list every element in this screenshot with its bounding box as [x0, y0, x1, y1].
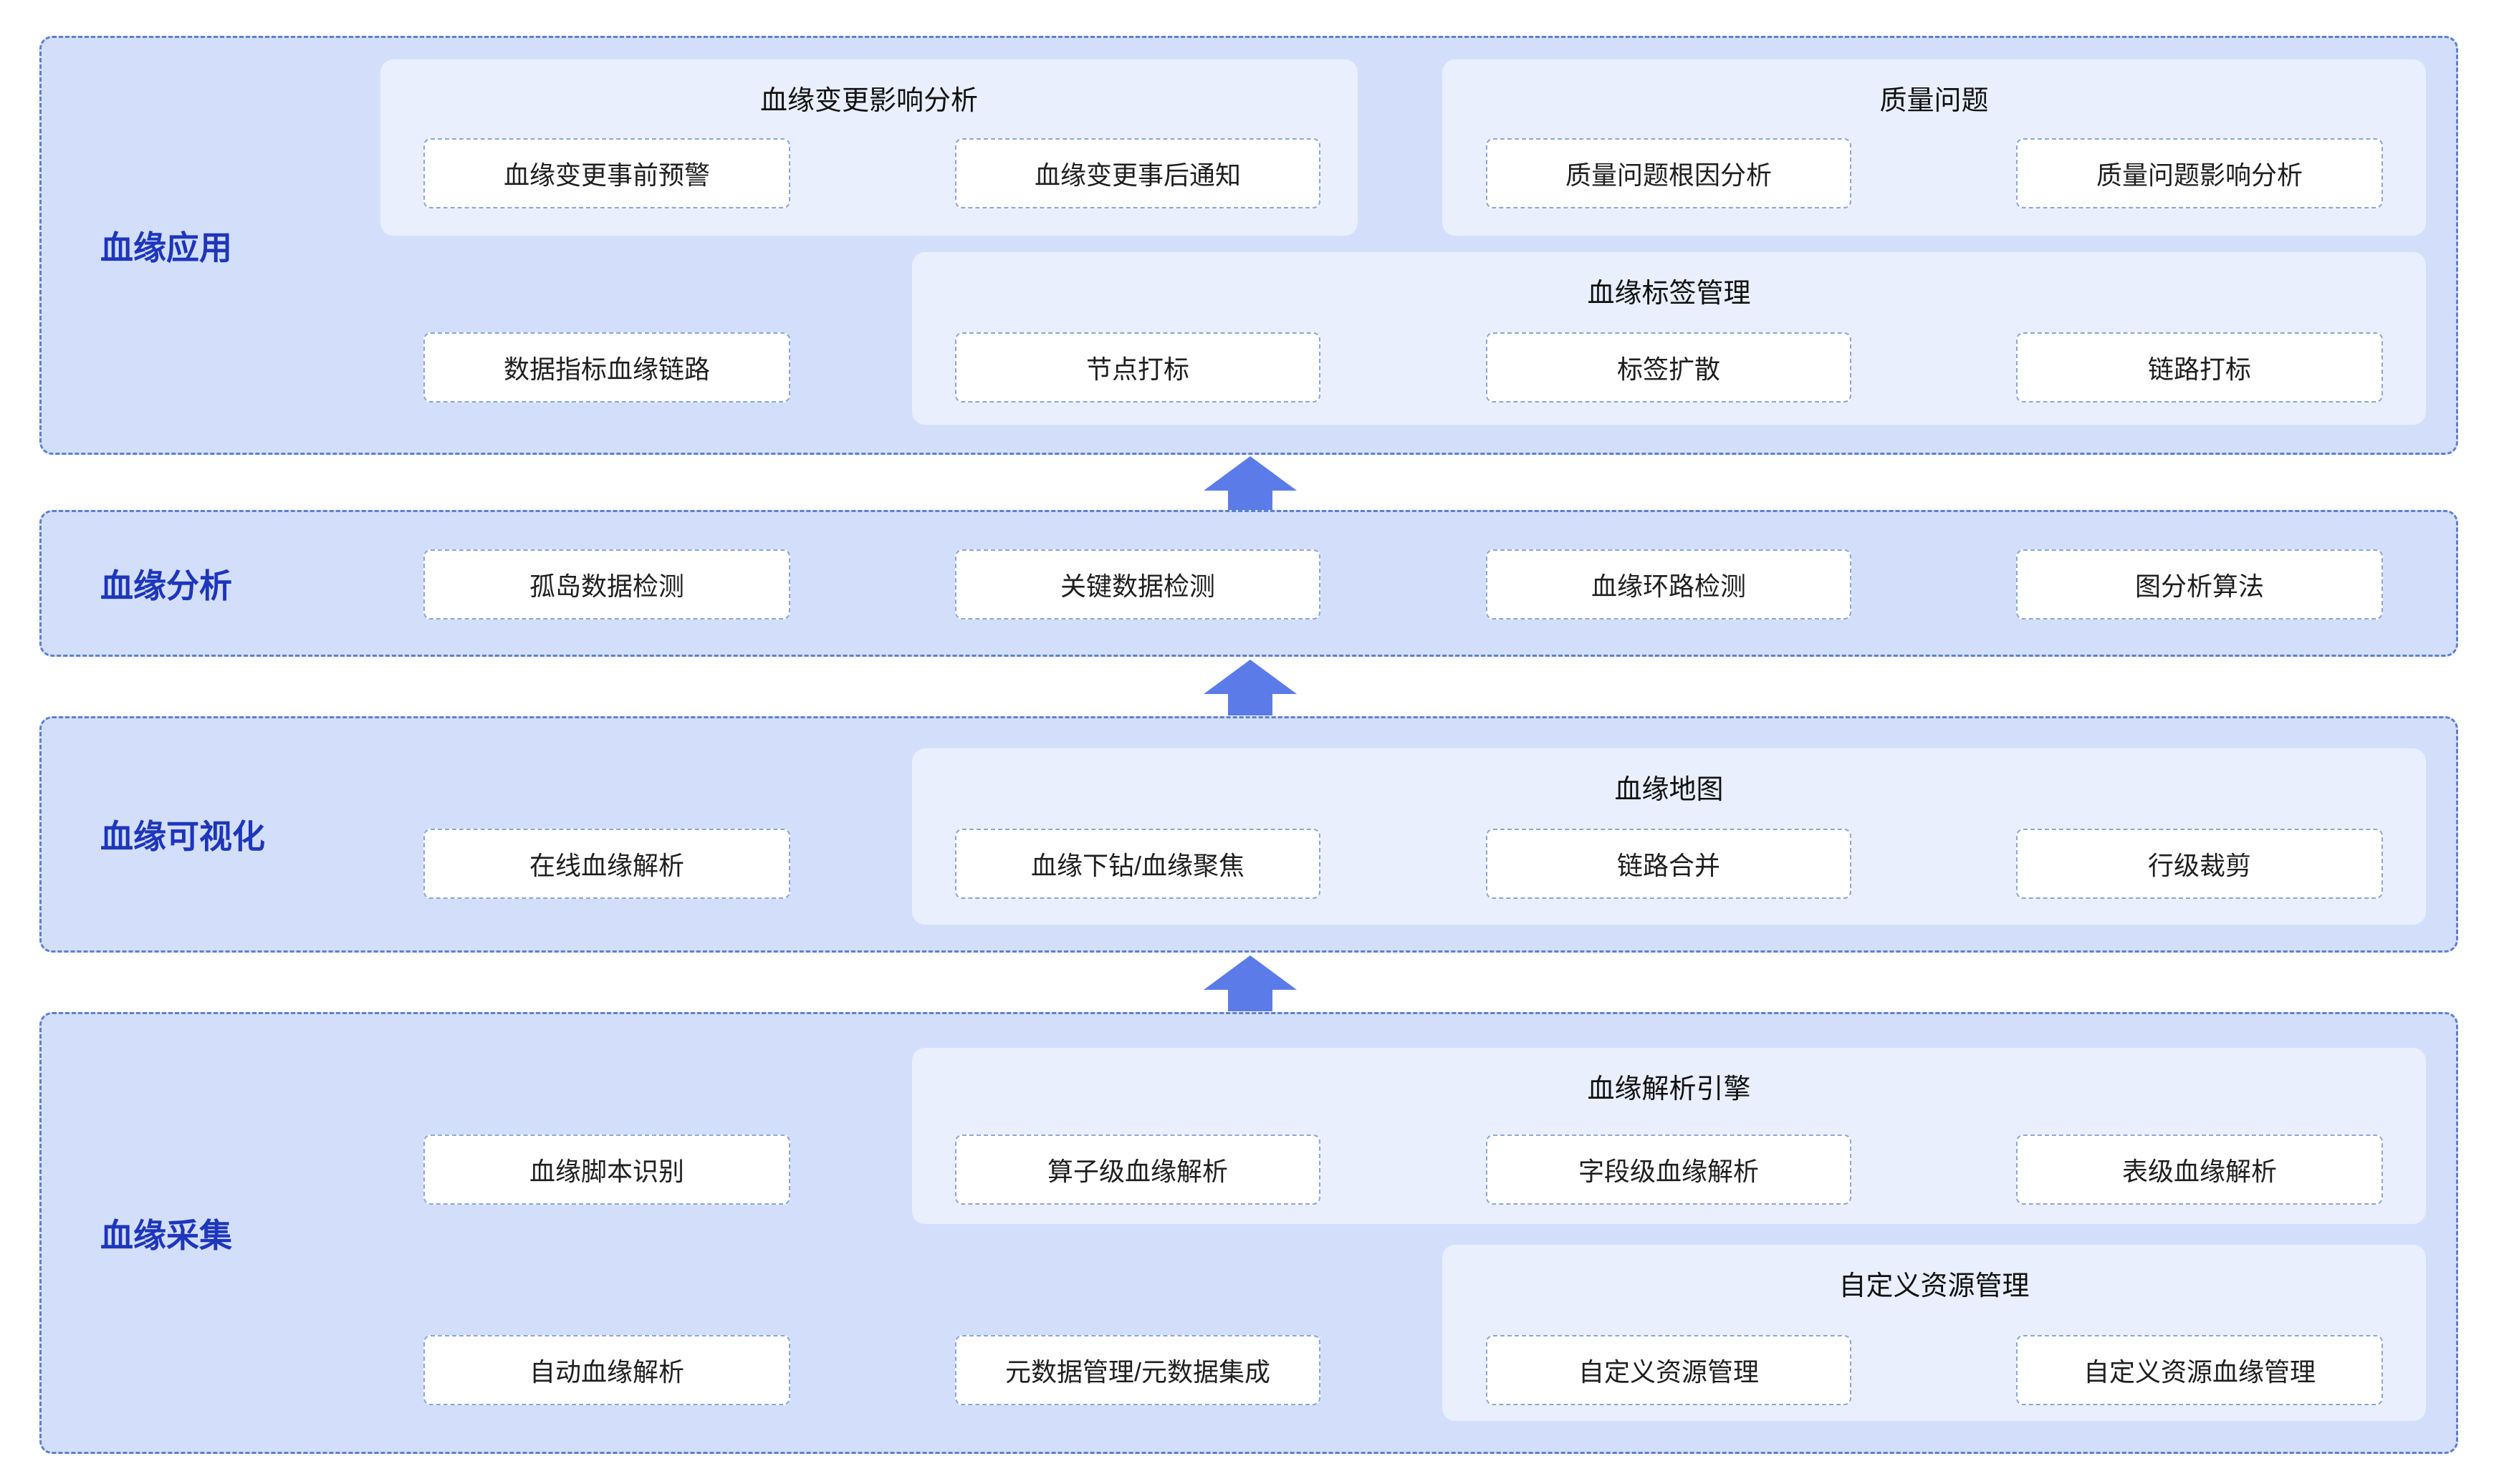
up-arrow-icon	[1204, 955, 1297, 1011]
box-isolated-data-detection: 孤岛数据检测	[423, 549, 790, 620]
box-online-lineage-parsing: 在线血缘解析	[423, 829, 790, 899]
box-graph-analysis-algorithm: 图分析算法	[2016, 549, 2383, 620]
box-metric-lineage-link: 数据指标血缘链路	[423, 332, 790, 403]
box-row-level-pruning: 行级裁剪	[2016, 829, 2383, 899]
band-label-lineage-visualization: 血缘可视化	[100, 818, 265, 855]
box-auto-lineage-parsing: 自动血缘解析	[423, 1335, 790, 1405]
box-quality-root-cause-analysis: 质量问题根因分析	[1486, 138, 1851, 208]
group-title: 自定义资源管理	[1838, 1271, 2030, 1301]
box-custom-resource-lineage-management: 自定义资源血缘管理	[2016, 1335, 2383, 1405]
up-arrow-icon	[1204, 660, 1297, 716]
box-node-tagging: 节点打标	[955, 332, 1320, 403]
arrow-stem	[1228, 694, 1272, 716]
band-lineage-collection: 血缘采集 血缘解析引擎 自定义资源管理 血缘脚本识别 算子级血缘解析 字段级血缘…	[39, 1012, 2458, 1454]
box-operator-level-lineage-parsing: 算子级血缘解析	[955, 1134, 1320, 1205]
arrow-stem	[1228, 990, 1272, 1011]
box-lineage-drilldown-focus: 血缘下钻/血缘聚焦	[955, 829, 1320, 899]
group-title: 血缘标签管理	[1587, 279, 1751, 309]
band-lineage-visualization: 血缘可视化 血缘地图 在线血缘解析 血缘下钻/血缘聚焦 链路合并 行级裁剪	[39, 716, 2458, 953]
box-post-change-notification: 血缘变更事后通知	[955, 138, 1320, 208]
band-label-lineage-analysis: 血缘分析	[100, 567, 232, 604]
group-title: 血缘地图	[1614, 775, 1724, 805]
band-label-lineage-application: 血缘应用	[100, 228, 232, 266]
group-title: 血缘解析引擎	[1587, 1074, 1751, 1104]
box-tag-propagation: 标签扩散	[1486, 332, 1851, 403]
box-lineage-script-recognition: 血缘脚本识别	[423, 1134, 790, 1205]
box-key-data-detection: 关键数据检测	[955, 549, 1320, 620]
box-lineage-cycle-detection: 血缘环路检测	[1486, 549, 1851, 620]
box-link-merge: 链路合并	[1486, 829, 1851, 899]
box-custom-resource-management: 自定义资源管理	[1486, 1335, 1851, 1405]
group-title: 血缘变更影响分析	[759, 86, 978, 116]
band-lineage-application: 血缘应用 血缘变更影响分析 质量问题 血缘标签管理 血缘变更事前预警 血缘变更事…	[39, 36, 2458, 455]
box-metadata-management-integration: 元数据管理/元数据集成	[955, 1335, 1320, 1405]
arrow-head	[1204, 456, 1297, 491]
up-arrow-icon	[1204, 456, 1297, 512]
arrow-head	[1204, 955, 1297, 990]
box-link-tagging: 链路打标	[2016, 332, 2383, 403]
box-pre-change-warning: 血缘变更事前预警	[423, 138, 790, 208]
box-quality-impact-analysis: 质量问题影响分析	[2016, 138, 2383, 208]
box-field-level-lineage-parsing: 字段级血缘解析	[1486, 1134, 1851, 1205]
arrow-head	[1204, 660, 1297, 694]
arrow-stem	[1228, 491, 1272, 512]
box-table-level-lineage-parsing: 表级血缘解析	[2016, 1134, 2383, 1205]
band-label-lineage-collection: 血缘采集	[100, 1216, 232, 1254]
group-title: 质量问题	[1879, 86, 1989, 116]
band-lineage-analysis: 血缘分析 孤岛数据检测 关键数据检测 血缘环路检测 图分析算法	[39, 510, 2458, 657]
